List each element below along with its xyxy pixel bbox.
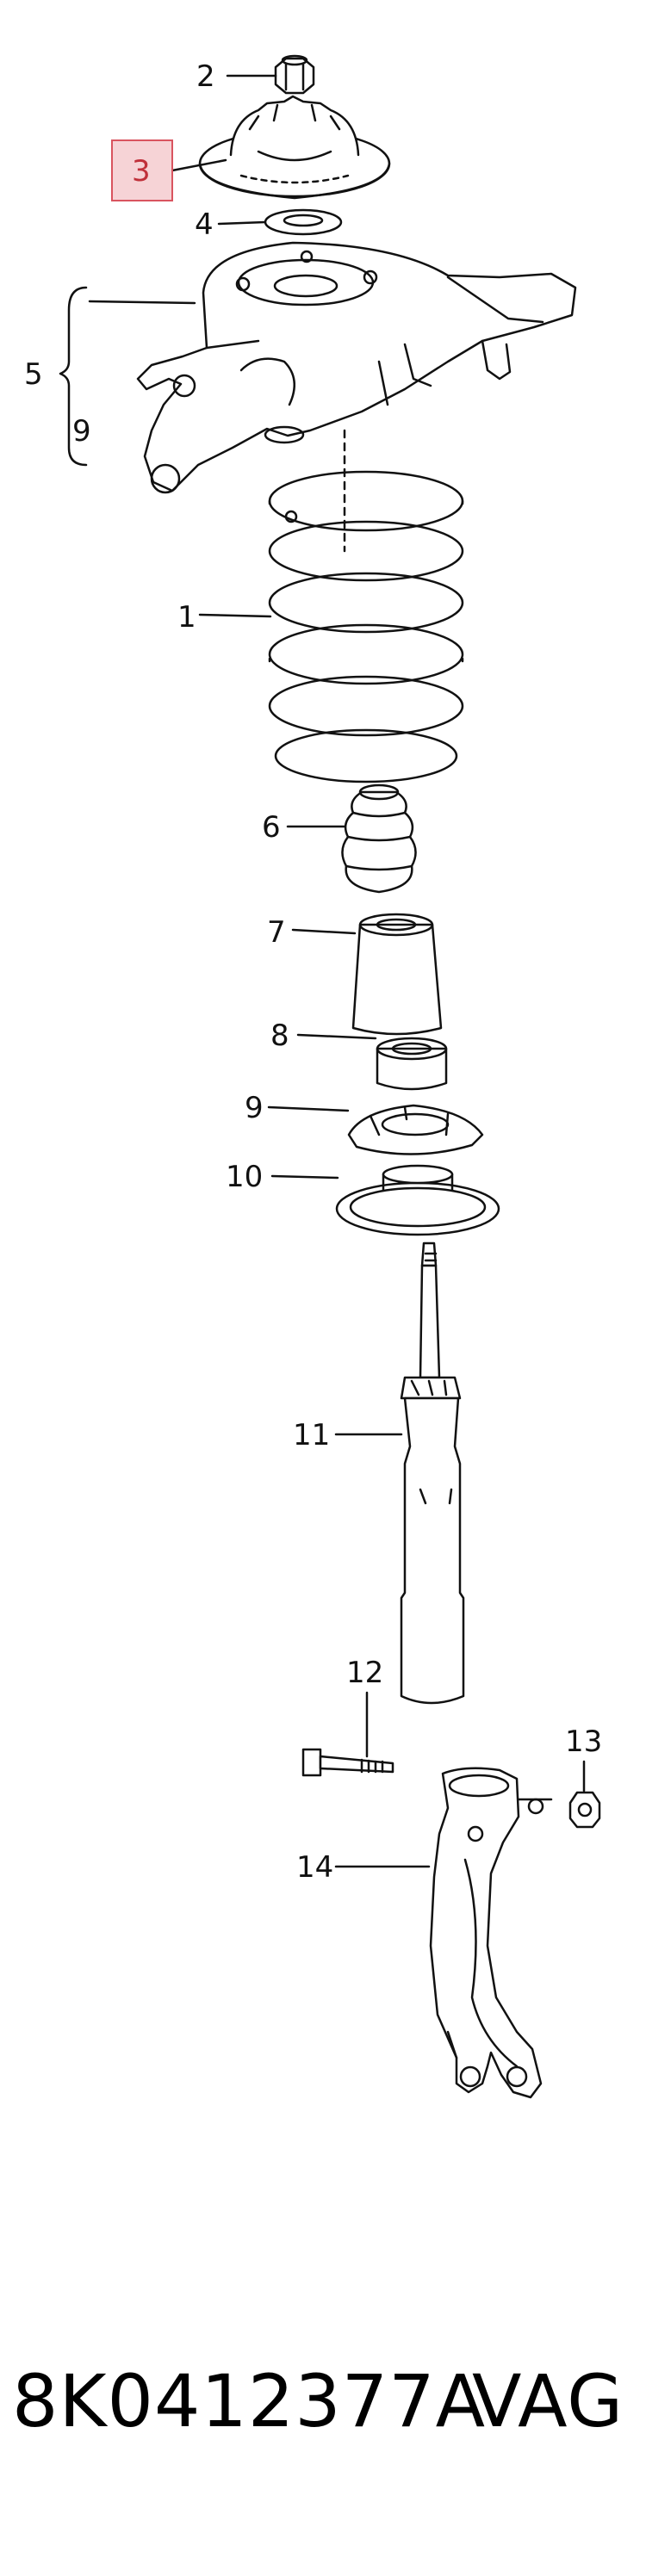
leader-lines — [59, 74, 586, 1868]
part-11-shock-absorber — [400, 1242, 465, 1705]
part-8-spacer — [376, 1037, 448, 1091]
callout-14: 14 — [296, 1850, 333, 1885]
callout-5: 5 — [24, 357, 43, 392]
part-4-washer — [264, 208, 343, 236]
part-10-spring-pad — [335, 1164, 500, 1236]
callout-11: 11 — [293, 1418, 330, 1452]
callout-9-lower: 9 — [245, 1091, 264, 1125]
part-14-strut-fork — [429, 1767, 553, 2099]
part-12-bolt — [301, 1748, 394, 1777]
part-number: 8K0412377A — [12, 2359, 487, 2443]
callout-10: 10 — [226, 1160, 263, 1194]
callout-9-upper: 9 — [72, 414, 91, 449]
part-3-strut-mount — [198, 95, 391, 200]
callout-1: 1 — [177, 600, 196, 635]
part-7-dust-sleeve — [351, 913, 443, 1036]
part-2-top-nut — [274, 54, 315, 95]
part-6-bump-stop — [341, 783, 417, 894]
highlight-box-callout-3 — [111, 139, 173, 201]
part-9-spring-seat — [347, 1104, 484, 1155]
footer: 8K0412377A VAG — [0, 2359, 646, 2462]
part-13-nut — [568, 1791, 601, 1829]
part-1-coil-spring — [268, 429, 464, 783]
brand-name: VAG — [472, 2359, 624, 2443]
callout-7: 7 — [267, 915, 286, 950]
callout-labels: 2 3 4 5 9 1 6 7 8 9 10 11 12 13 14 — [24, 59, 602, 1885]
part-5-upper-mount-housing — [136, 241, 577, 494]
callout-4: 4 — [195, 207, 214, 242]
callout-12: 12 — [346, 1656, 383, 1690]
callout-3: 3 — [132, 154, 151, 189]
callout-13: 13 — [565, 1725, 602, 1759]
callout-8: 8 — [270, 1019, 289, 1053]
callout-6: 6 — [262, 810, 281, 845]
callout-2: 2 — [196, 59, 215, 94]
